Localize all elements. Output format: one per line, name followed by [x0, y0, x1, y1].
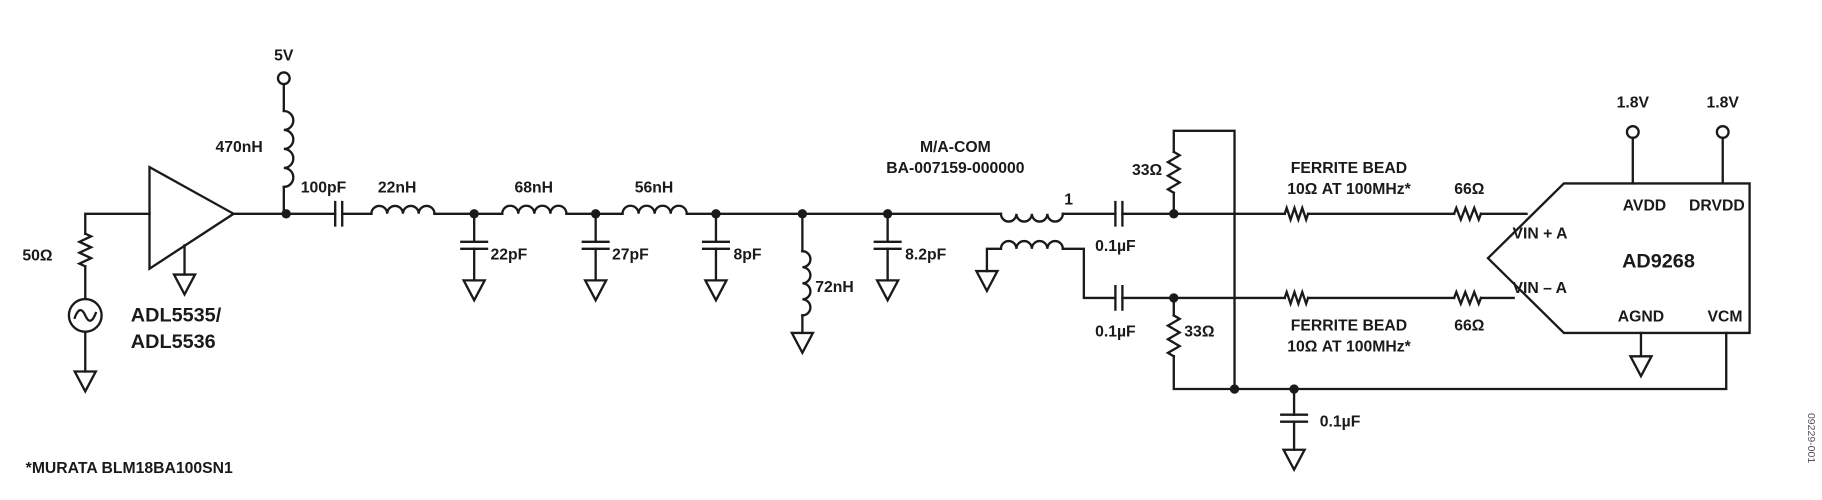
inductor-l3-label: 56nH — [635, 180, 674, 197]
pin-avdd-label: AVDD — [1623, 197, 1666, 214]
shunt-inductor-label: 72nH — [815, 279, 854, 296]
bias-inductor-label: 470nH — [216, 139, 263, 156]
ground-icon — [72, 370, 98, 394]
inductor-icon — [501, 204, 568, 215]
ground-icon — [1628, 355, 1654, 379]
cap-c1-label: 22pF — [491, 246, 528, 263]
inductor-icon — [621, 204, 688, 215]
ferrite-top-label-1: FERRITE BEAD — [1291, 160, 1407, 177]
termination-top-label: 33Ω — [1132, 162, 1162, 179]
supply-5v-label: 5V — [274, 48, 294, 65]
wire — [1172, 129, 1236, 391]
cap-c2-label: 27pF — [612, 246, 649, 263]
wire — [84, 212, 151, 235]
ground-icon — [583, 279, 609, 303]
inductor-icon — [801, 249, 812, 317]
inductor-icon — [370, 204, 436, 215]
wire — [985, 247, 1003, 273]
supply-terminal-icon — [276, 71, 291, 86]
vcm-cap-label: 0.1µF — [1320, 413, 1361, 430]
transformer-part-label: BA-007159-000000 — [886, 160, 1025, 177]
pin-vinp-label: VIN + A — [1512, 225, 1567, 242]
figure-id: 09229-001 — [1805, 413, 1817, 463]
resistor-icon — [1452, 204, 1483, 223]
adc-name-label: AD9268 — [1622, 251, 1695, 273]
ground-icon — [461, 279, 487, 303]
resistor-icon — [76, 232, 94, 268]
pin-vcm-label: VCM — [1708, 308, 1743, 325]
termination-bottom-label: 33Ω — [1184, 323, 1214, 340]
cap-c4-label: 8.2pF — [905, 246, 947, 263]
sine-wave-icon — [73, 308, 98, 322]
amplifier-label-1: ADL5535/ — [131, 304, 222, 326]
ground-icon — [789, 331, 815, 356]
amplifier-icon — [148, 165, 236, 271]
resistor-icon — [1165, 150, 1182, 195]
source-resistor-label: 50Ω — [22, 248, 52, 265]
coupling-cap-bottom-label: 0.1µF — [1095, 323, 1136, 340]
ground-icon — [875, 279, 901, 303]
avdd-supply-label: 1.8V — [1617, 94, 1650, 111]
drvdd-supply-label: 1.8V — [1707, 94, 1740, 111]
ferrite-bottom-label-1: FERRITE BEAD — [1291, 318, 1407, 335]
inductor-l1-label: 22nH — [378, 180, 417, 197]
amplifier-label-2: ADL5536 — [131, 331, 216, 353]
resistor-icon — [1283, 204, 1310, 224]
inductor-icon — [282, 109, 295, 189]
ground-icon — [172, 273, 197, 297]
coupling-cap-top-label: 0.1µF — [1095, 238, 1136, 255]
resistor-icon — [1283, 288, 1310, 308]
pin-agnd-label: AGND — [1618, 308, 1664, 325]
wire — [1172, 331, 1728, 391]
cap-c3-label: 8pF — [733, 246, 761, 263]
inductor-l2-label: 68nH — [514, 180, 553, 197]
ground-icon — [1281, 448, 1307, 473]
ground-icon — [703, 279, 729, 303]
wire — [1061, 247, 1117, 300]
ferrite-bottom-label-2: 10Ω AT 100MHz* — [1287, 339, 1411, 356]
series-r-top-label: 66Ω — [1454, 181, 1484, 198]
junction-dot — [1229, 384, 1240, 394]
adc-block — [1486, 182, 1751, 335]
ground-icon — [974, 269, 1000, 294]
resistor-icon — [1452, 288, 1483, 308]
ferrite-top-label-2: 10Ω AT 100MHz* — [1287, 181, 1411, 198]
pin-vinn-label: VIN – A — [1512, 280, 1567, 297]
series-r-bottom-label: 66Ω — [1454, 318, 1484, 335]
supply-terminal-icon — [1715, 124, 1730, 140]
transformer-ratio-label: 1 — [1064, 191, 1073, 208]
transformer-vendor-label: M/A-COM — [920, 139, 991, 156]
inductor-icon — [999, 212, 1065, 223]
pin-drvdd-label: DRVDD — [1689, 197, 1745, 214]
footnote: *MURATA BLM18BA100SN1 — [26, 460, 233, 477]
resistor-icon — [1165, 313, 1182, 358]
supply-terminal-icon — [1625, 124, 1640, 140]
series-cap-label: 100pF — [301, 180, 347, 197]
inductor-icon — [999, 240, 1065, 251]
